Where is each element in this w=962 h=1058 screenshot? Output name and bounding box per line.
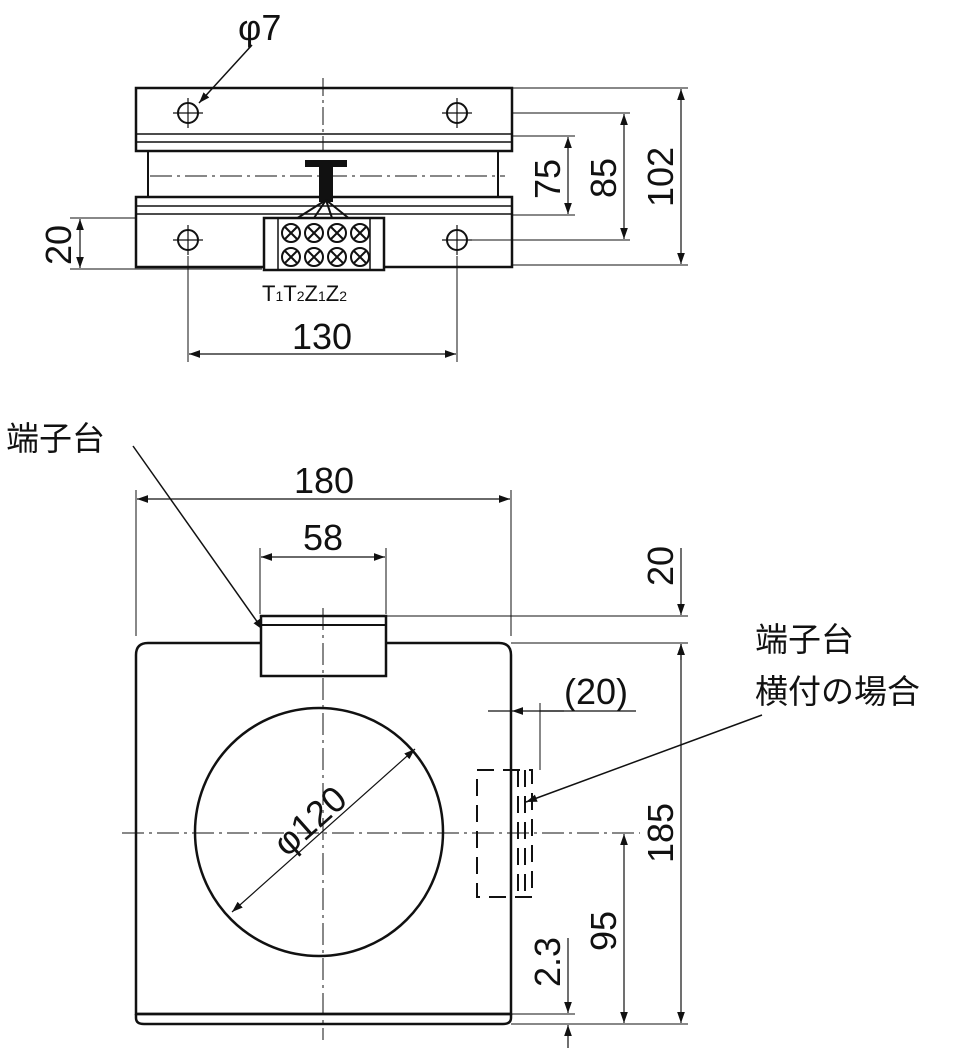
dim-185: 185 [640,803,681,863]
mount-hole [173,98,203,128]
center-hole [193,706,445,958]
hole-dia-label: φ7 [238,7,281,48]
dim-102: 102 [640,147,681,207]
dim-2-3: 2.3 [527,937,568,987]
mount-hole [173,225,203,255]
dim-75: 75 [527,159,568,199]
front-view: 端子台 180 58 φ120 [6,420,920,1048]
terminal-screw [304,223,324,243]
dim-95: 95 [583,911,624,951]
dim-130: 130 [292,316,352,357]
dim-120: φ120 [265,778,355,864]
mount-hole [442,98,472,128]
dim-180: 180 [294,460,354,501]
terminal-screw [350,223,370,243]
terminal-screw [304,247,324,267]
dim-85: 85 [583,158,624,198]
top-view: φ7 T1T2Z1Z2 75 85 [38,7,688,362]
hole-leader [198,44,253,104]
terminal-labels: T1T2Z1Z2 [262,281,347,306]
side-terminal-label-2: 横付の場合 [755,673,920,710]
terminal-screws [281,223,370,267]
terminal-screw [281,247,301,267]
dim-58: 58 [303,517,343,558]
dim-20-front: 20 [640,546,681,586]
terminal-screw [327,247,347,267]
side-terminal-hidden [476,769,533,898]
dim-20-top: 20 [38,225,79,265]
side-terminal-label-1: 端子台 [755,621,854,658]
mount-hole [442,225,472,255]
side-terminal-leader [525,714,763,803]
terminal-screw [350,247,370,267]
dim-120-line [231,748,416,913]
terminal-screw [281,223,301,243]
terminal-block-leader [132,445,264,631]
dim-20-paren: (20) [564,671,628,712]
terminal-screw [327,223,347,243]
terminal-block-label: 端子台 [6,420,105,457]
